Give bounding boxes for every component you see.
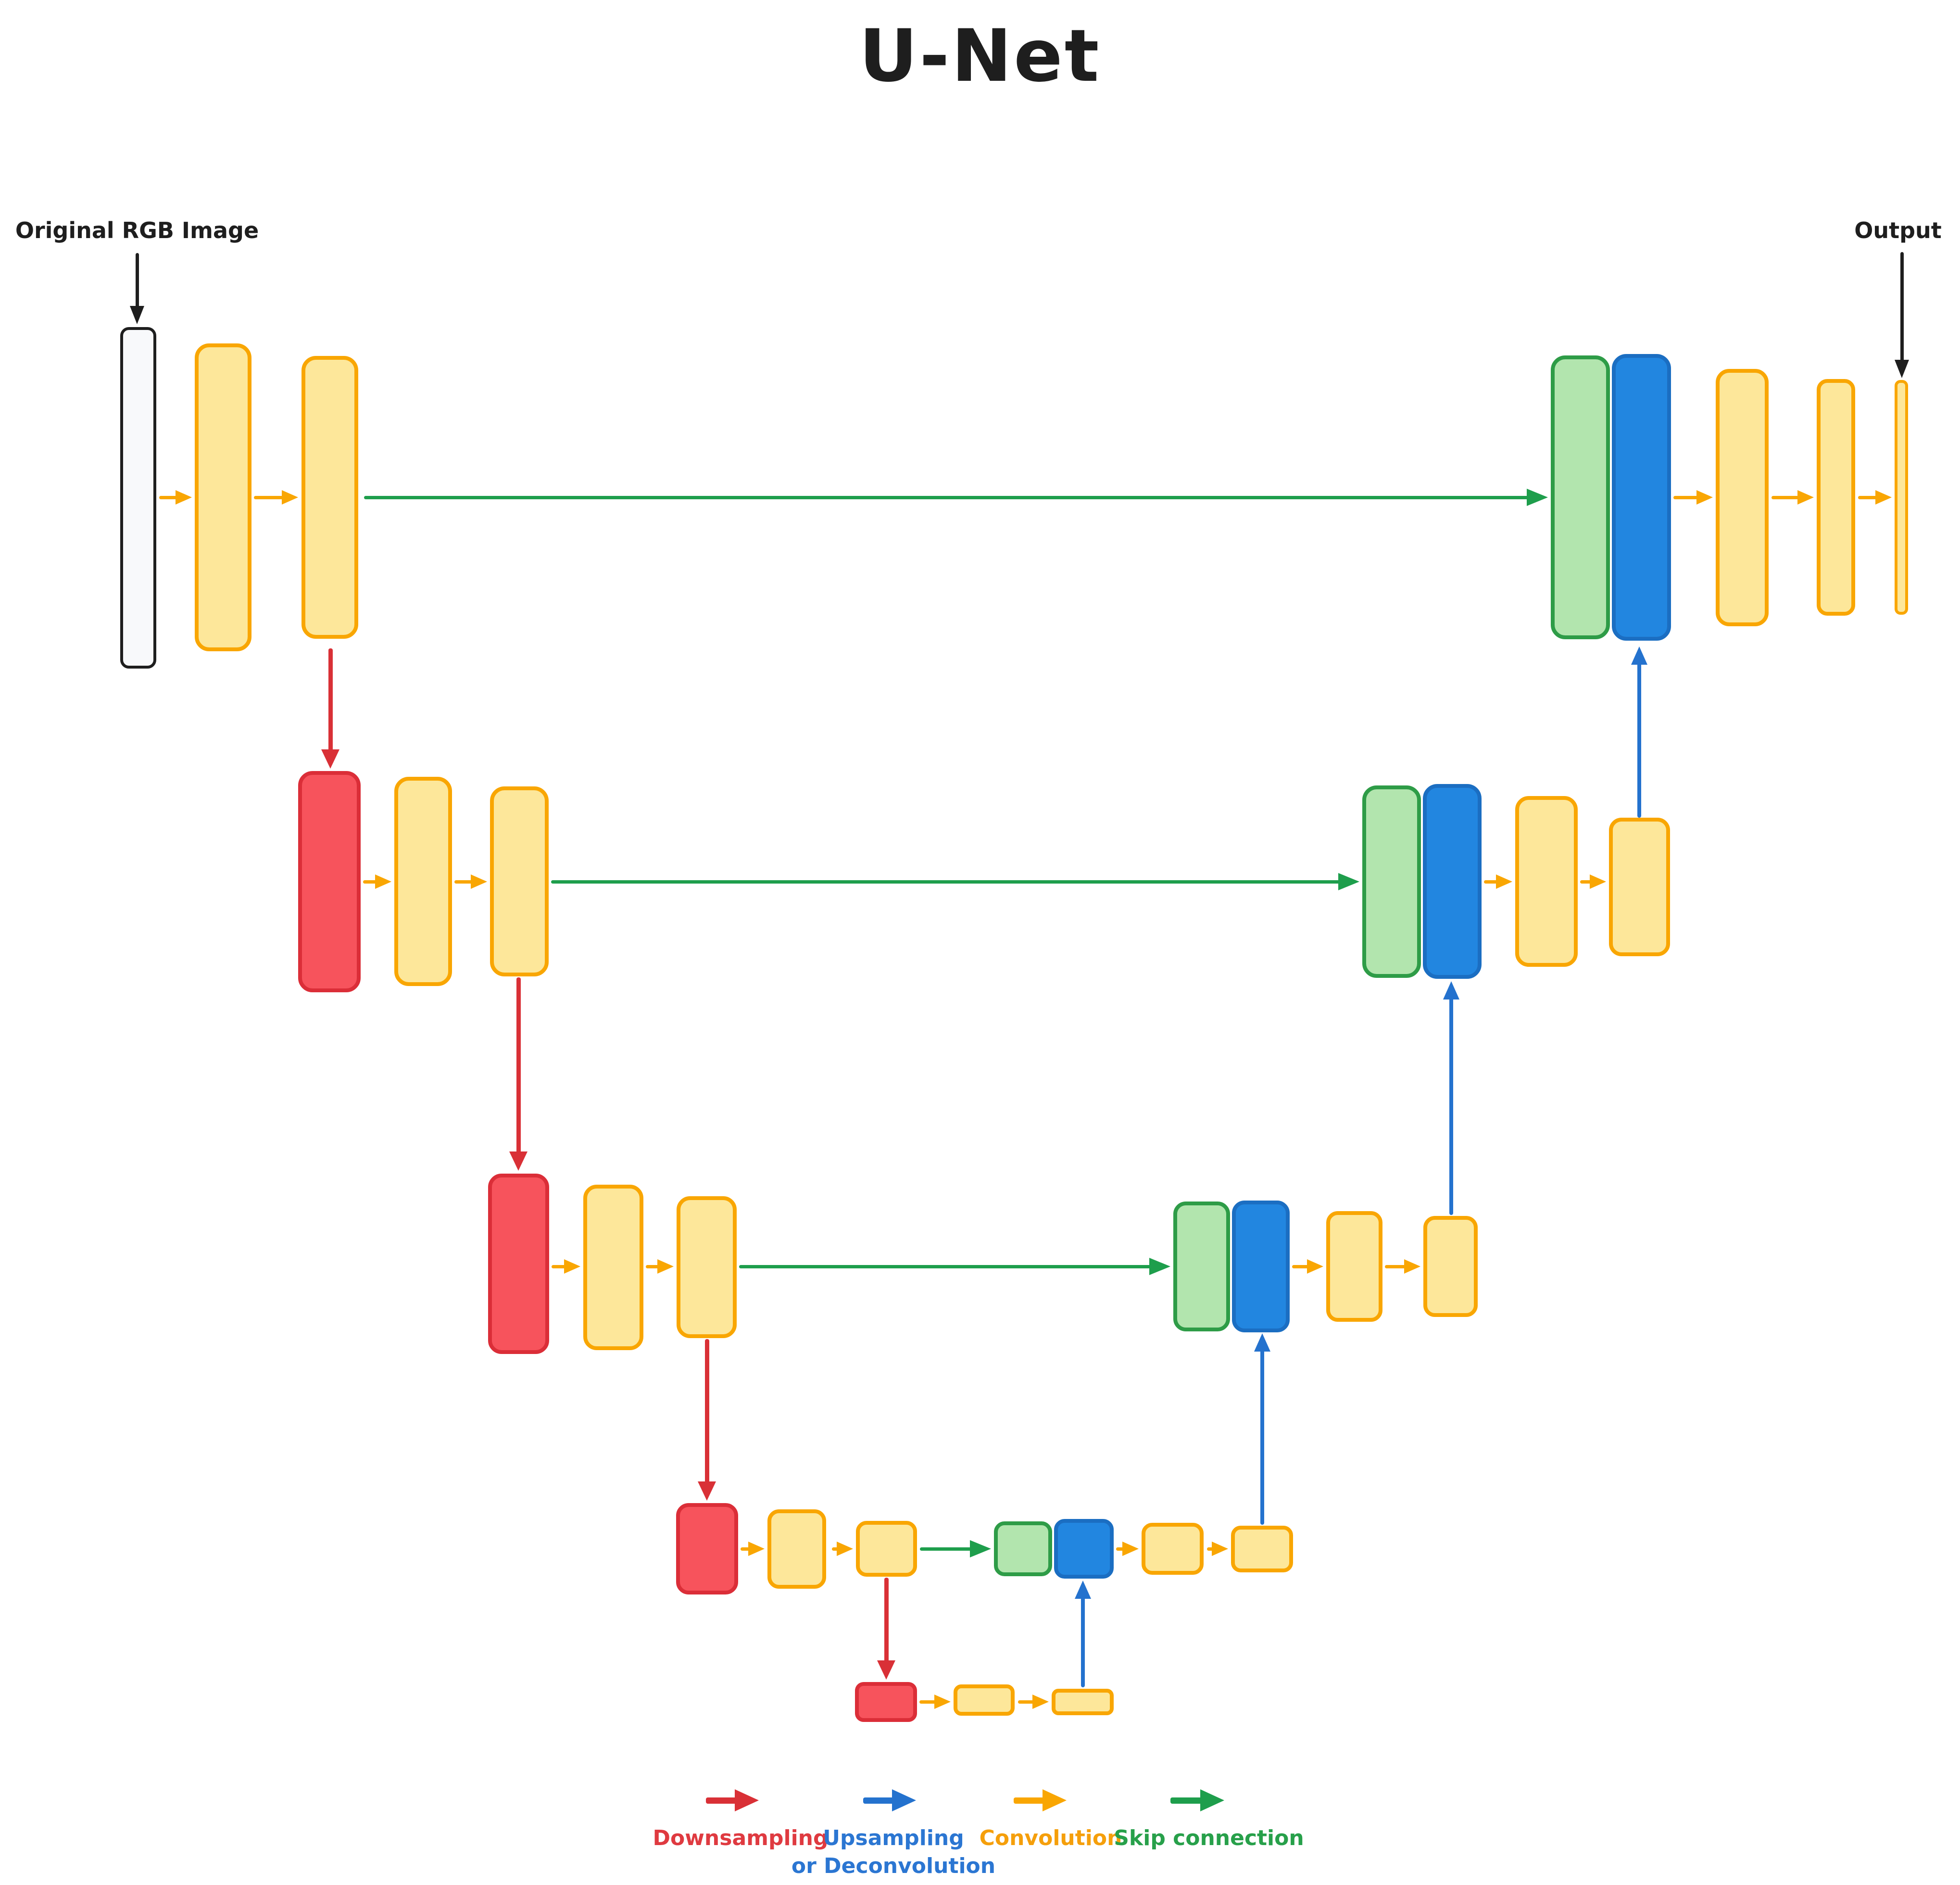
conv-arrow: [1673, 490, 1713, 505]
enc2-conv2: [490, 786, 549, 976]
skip-connection-arrow-2: [551, 873, 1359, 890]
output-image: [1895, 380, 1908, 615]
dec2-conv2: [1609, 818, 1670, 956]
conv-arrow: [454, 874, 487, 889]
diagram-title: U-Net: [859, 14, 1101, 98]
output-note-arrow: [1895, 252, 1909, 378]
enc3-pool: [488, 1174, 549, 1354]
dec4-conv2: [1231, 1526, 1293, 1572]
conv-arrow: [1484, 874, 1512, 889]
enc4-conv2: [856, 1521, 917, 1577]
legend-convolution-label: Convolution: [979, 1826, 1122, 1850]
conv-arrow: [1207, 1542, 1228, 1556]
conv-arrow: [1772, 490, 1814, 505]
dec1-skip: [1551, 355, 1610, 639]
dec1-conv1: [1716, 369, 1769, 626]
conv-arrow: [832, 1542, 853, 1556]
conv-arrow: [1292, 1259, 1323, 1274]
enc2-pool: [298, 771, 361, 992]
dec3-conv2: [1423, 1216, 1478, 1317]
dec3-up: [1232, 1201, 1290, 1332]
upsampling-arrow-1: [1631, 646, 1647, 818]
legend-skip-connection-arrow: [1170, 1789, 1224, 1811]
legend-downsampling-label: Downsampling: [653, 1826, 829, 1850]
dec3-conv1: [1326, 1211, 1382, 1322]
enc1-conv1: [195, 343, 251, 651]
enc3-conv2: [677, 1196, 737, 1338]
conv-arrow: [1858, 490, 1892, 505]
legend-upsampling-arrow: [863, 1789, 916, 1811]
legend-upsampling-label-line2: or Deconvolution: [791, 1854, 996, 1878]
skip-connection-arrow-4: [920, 1540, 991, 1557]
conv-arrow: [254, 490, 298, 505]
legend-downsampling-arrow: [706, 1789, 759, 1811]
enc2-conv1: [394, 777, 452, 986]
conv-arrow: [159, 490, 192, 505]
dec4-up: [1054, 1519, 1114, 1579]
bottleneck-pool: [855, 1682, 917, 1722]
upsampling-arrow-3: [1254, 1333, 1270, 1525]
upsampling-arrow-4: [1075, 1581, 1091, 1687]
upsampling-arrow-2: [1443, 981, 1459, 1215]
enc1-conv2: [302, 356, 358, 639]
conv-arrow: [1018, 1695, 1049, 1709]
enc4-conv1: [767, 1509, 826, 1589]
downsampling-arrow-3: [698, 1339, 716, 1501]
dec1-up: [1612, 354, 1671, 641]
conv-arrow: [1580, 874, 1606, 889]
dec4-conv1: [1142, 1523, 1204, 1575]
conv-arrow: [1116, 1542, 1139, 1556]
skip-connection-arrow-3: [739, 1258, 1170, 1275]
dec1-conv2: [1817, 379, 1855, 616]
skip-connection-arrow-1: [364, 489, 1548, 506]
input-label: Original RGB Image: [15, 217, 259, 243]
conv-arrow: [1385, 1259, 1420, 1274]
legend-convolution-arrow: [1014, 1789, 1067, 1811]
bottleneck-conv2: [1052, 1689, 1114, 1715]
legend-upsampling-label: Upsampling: [823, 1826, 964, 1850]
dec2-up: [1423, 784, 1482, 979]
input-image: [120, 327, 156, 669]
enc4-pool: [676, 1503, 738, 1594]
conv-arrow: [552, 1259, 580, 1274]
dec4-skip: [994, 1521, 1052, 1576]
conv-arrow: [919, 1695, 951, 1709]
dec3-skip: [1173, 1202, 1230, 1331]
downsampling-arrow-2: [509, 977, 528, 1171]
legend-skip-connection-label: Skip connection: [1114, 1826, 1304, 1850]
downsampling-arrow-1: [321, 648, 339, 769]
bottleneck-conv1: [954, 1684, 1015, 1716]
downsampling-arrow-4: [877, 1578, 895, 1680]
input-note-arrow: [130, 253, 144, 324]
conv-arrow: [646, 1259, 674, 1274]
enc3-conv1: [583, 1185, 643, 1350]
conv-arrow: [741, 1542, 765, 1556]
conv-arrow: [363, 874, 391, 889]
output-label: Output: [1854, 217, 1942, 243]
dec2-conv1: [1515, 796, 1578, 967]
dec2-skip: [1362, 785, 1421, 978]
